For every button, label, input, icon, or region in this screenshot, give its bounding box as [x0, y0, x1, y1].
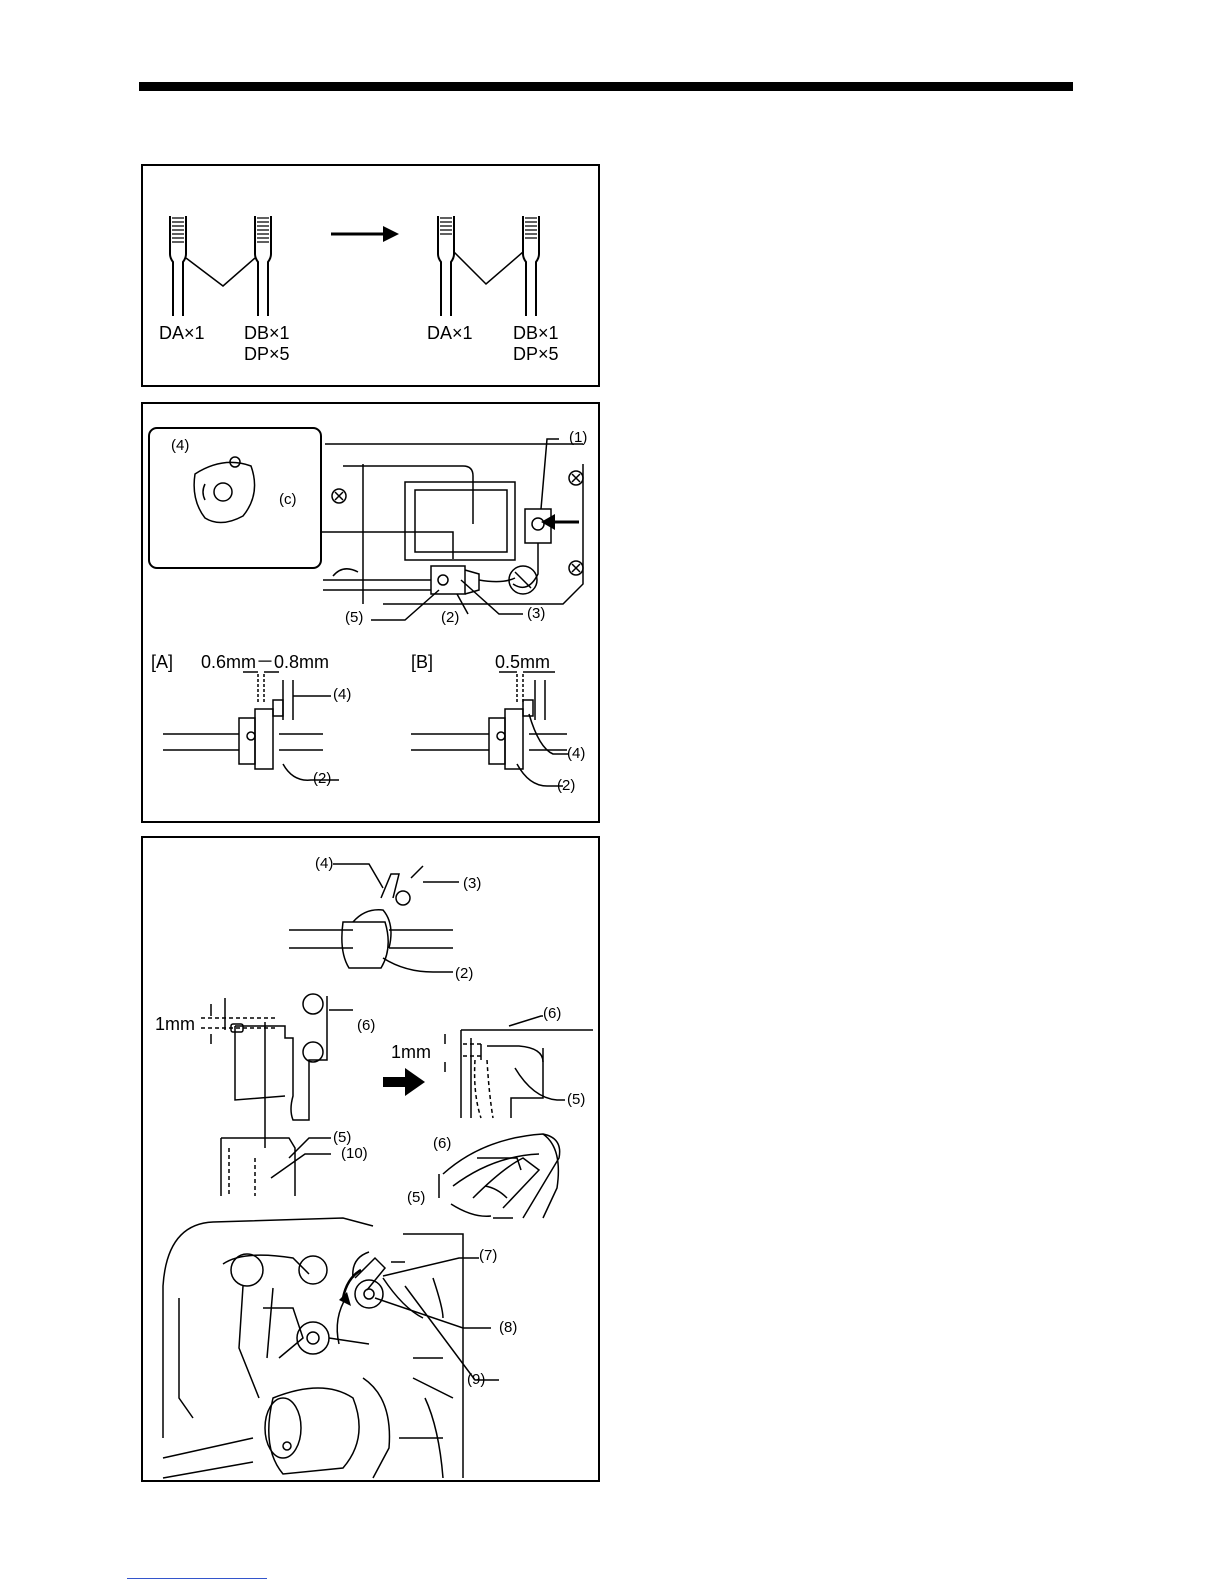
inset-label-c: (c) [279, 490, 297, 510]
label-da-before: DA×1 [159, 323, 205, 343]
mech-callout-7: (7) [479, 1246, 497, 1266]
detail-b-dimension: 0.5mm [495, 652, 550, 672]
label-dp-before: DP×5 [244, 344, 290, 364]
detail-b-callout-2: (2) [557, 776, 575, 796]
cam-adjustment-figure: (4) (c) (1) (2) (3) (5) [A] 0.6mm－0.8mm … [141, 402, 600, 823]
top-callout-3: (3) [463, 874, 481, 894]
detail-a-tag: [A] [151, 652, 173, 672]
callout-1: (1) [569, 428, 587, 448]
left-callout-10: (10) [341, 1144, 368, 1164]
detail-a-callout-4: (4) [333, 685, 351, 705]
hook-callout-6: (6) [433, 1134, 451, 1154]
label-da-after: DA×1 [427, 323, 473, 343]
mech-callout-9: (9) [467, 1370, 485, 1390]
callout-2: (2) [441, 608, 459, 628]
right-callout-6: (6) [543, 1004, 561, 1024]
label-dp-after: DP×5 [513, 344, 559, 364]
right-callout-5: (5) [567, 1090, 585, 1110]
hook-adjustment-figure: (4) (3) (2) 1mm (6) (5) (10) 1mm (6) (5)… [141, 836, 600, 1482]
top-callout-4: (4) [315, 854, 333, 874]
header-rule [139, 82, 1073, 91]
left-dimension-1mm: 1mm [155, 1014, 195, 1034]
left-callout-6: (6) [357, 1016, 375, 1036]
label-db-before: DB×1 [244, 323, 290, 343]
detail-a-callout-2: (2) [313, 769, 331, 789]
hook-diagram [143, 838, 600, 1482]
inset-label-4: (4) [171, 436, 189, 456]
detail-a-dimension: 0.6mm－0.8mm [201, 652, 329, 672]
detail-b-callout-4: (4) [567, 744, 585, 764]
footer-link-line [127, 1578, 267, 1579]
detail-b-tag: [B] [411, 652, 433, 672]
needle-comparison-figure: DA×1 DB×1 DP×5 DA×1 DB×1 DP×5 [141, 164, 600, 387]
callout-5: (5) [345, 608, 363, 628]
label-db-after: DB×1 [513, 323, 559, 343]
hook-callout-5: (5) [407, 1188, 425, 1208]
mech-callout-8: (8) [499, 1318, 517, 1338]
top-callout-2: (2) [455, 964, 473, 984]
right-dimension-1mm: 1mm [391, 1042, 431, 1062]
callout-3: (3) [527, 604, 545, 624]
